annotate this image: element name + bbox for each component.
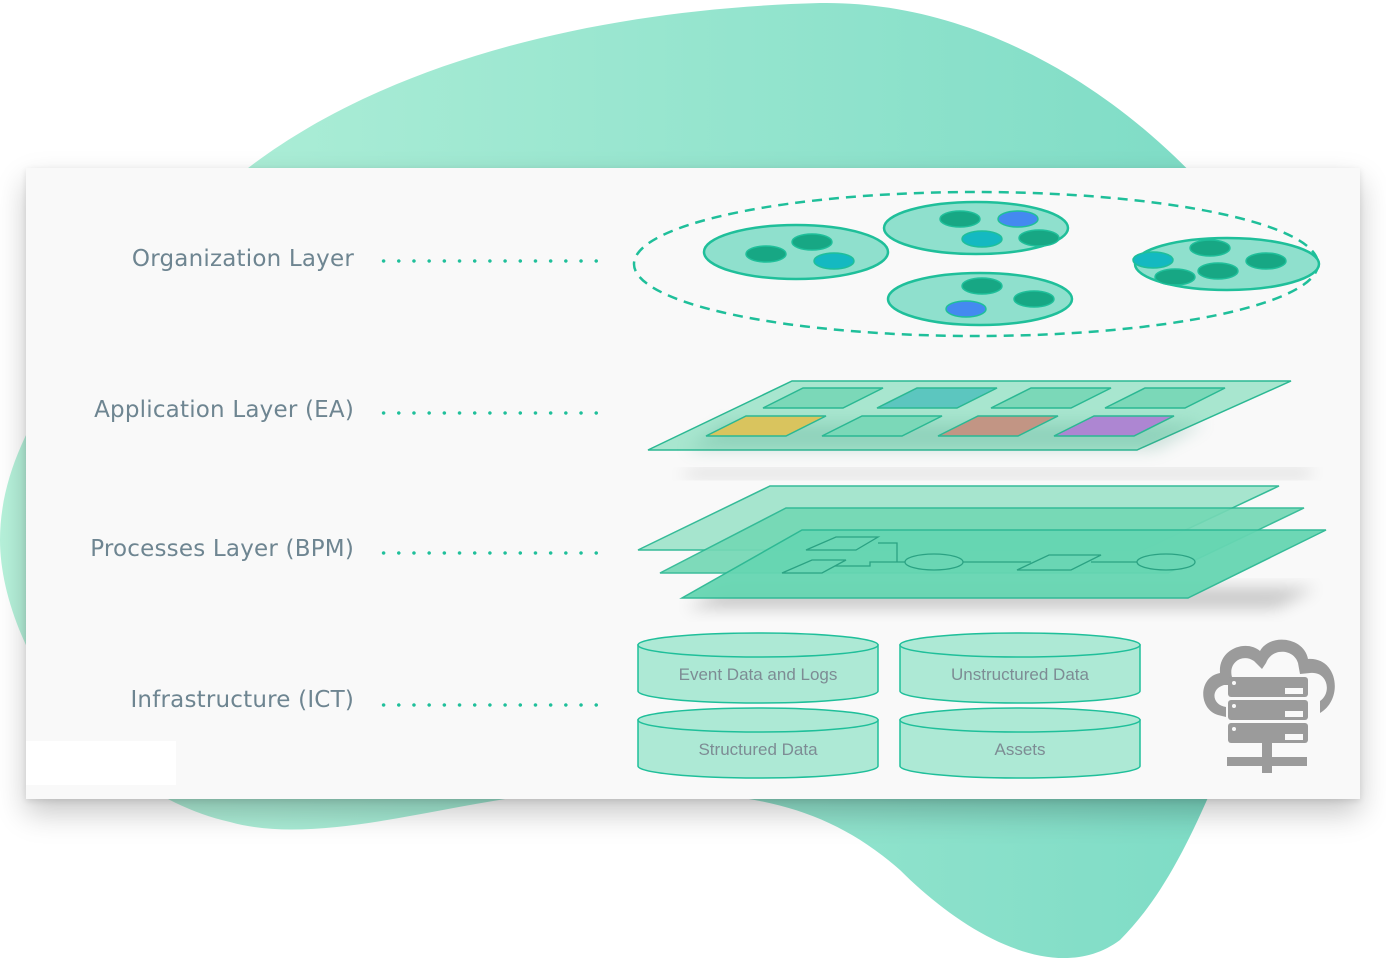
card-notch <box>26 741 176 785</box>
leader-dots-application <box>376 411 604 415</box>
label-processes-layer: Processes Layer (BPM) <box>90 536 354 562</box>
leader-dots-infrastructure <box>376 703 604 707</box>
database-cylinder: Event Data and Logs <box>637 632 879 704</box>
database-cylinder: Structured Data <box>637 707 879 779</box>
organization-member-dark <box>1154 268 1196 286</box>
process-event <box>1136 553 1196 571</box>
database-cylinder: Assets <box>899 707 1141 779</box>
label-application-layer: Application Layer (EA) <box>94 397 354 423</box>
database-cylinder: Unstructured Data <box>899 632 1141 704</box>
organization-member-teal <box>813 252 855 270</box>
leader-dots-processes <box>376 551 604 555</box>
application-tile-yellow <box>705 415 827 437</box>
organization-member-dark <box>745 245 787 263</box>
diagram-card: Organization Layer Application Layer (EA… <box>26 168 1360 799</box>
organization-member-teal <box>1132 251 1174 269</box>
organization-member-dark <box>1245 252 1287 270</box>
organization-member-dark <box>1197 262 1239 280</box>
organization-member-dark <box>1189 239 1231 257</box>
label-infrastructure-layer: Infrastructure (ICT) <box>130 687 354 713</box>
process-task <box>805 536 881 551</box>
leader-dots-organization <box>376 259 604 263</box>
application-tile-green <box>1104 387 1226 409</box>
organization-member-blue <box>945 300 987 318</box>
database-label: Assets <box>994 740 1045 759</box>
database-label: Structured Data <box>698 740 818 759</box>
process-task <box>1016 554 1102 571</box>
organization-member-dark <box>791 233 833 251</box>
process-event <box>904 553 964 571</box>
organization-unit <box>1132 236 1321 292</box>
application-tile-green <box>821 415 943 437</box>
processes-layer-graphic <box>637 485 1327 608</box>
organization-unit <box>886 271 1074 327</box>
application-tile-green <box>762 387 884 409</box>
database-label: Event Data and Logs <box>679 665 838 684</box>
application-tile-teal <box>876 387 998 409</box>
process-flow <box>781 536 1196 574</box>
organization-unit <box>702 223 890 281</box>
organization-member-dark <box>939 210 981 228</box>
organization-member-dark <box>1013 290 1055 308</box>
cloud-server-icon <box>1203 639 1335 773</box>
application-layer-graphic <box>647 380 1316 476</box>
process-task <box>781 559 847 574</box>
application-tile-green <box>990 387 1112 409</box>
organization-member-dark <box>961 277 1003 295</box>
organization-member-teal <box>961 230 1003 248</box>
infrastructure-layer-graphic: Structured Data Assets Event Data and Logs… <box>637 632 1141 779</box>
application-tile-purple <box>1053 415 1175 437</box>
organization-member-blue <box>997 210 1039 228</box>
label-organization-layer: Organization Layer <box>131 246 354 272</box>
organization-member-dark <box>1018 229 1060 247</box>
application-tile-brown <box>937 415 1059 437</box>
organization-unit <box>882 200 1070 256</box>
database-label: Unstructured Data <box>951 665 1089 684</box>
organization-layer-graphic <box>632 190 1321 338</box>
layer-illustrations: Structured Data Assets Event Data and Logs… <box>632 190 1335 779</box>
